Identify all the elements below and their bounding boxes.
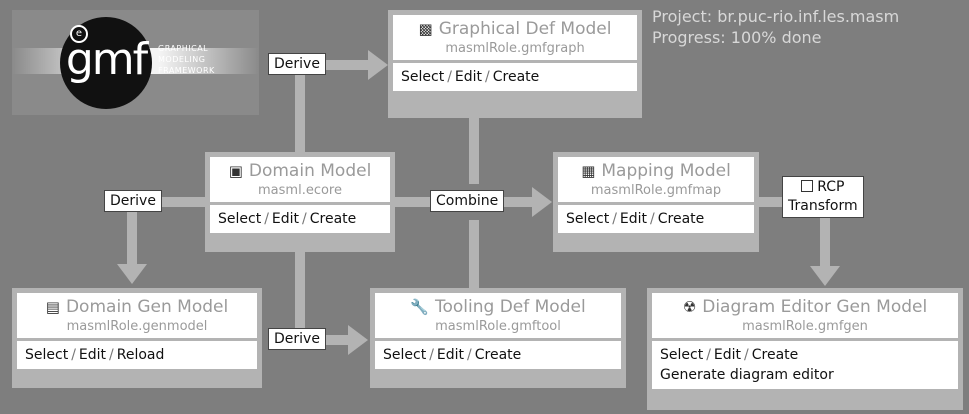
edit-link[interactable]: Edit [713, 347, 742, 363]
domain-model-icon: ▣ [228, 162, 243, 180]
edit-link[interactable]: Edit [271, 211, 300, 227]
create-link[interactable]: Create [309, 211, 357, 227]
create-link[interactable]: Create [492, 69, 540, 85]
tooling-def-model-node: 🔧 Tooling Def Model masmlRole.gmftool Sel… [370, 288, 626, 388]
node-title: Domain Model [248, 161, 372, 181]
progress-label: Progress: 100% done [652, 28, 822, 47]
rcp-checkbox[interactable] [801, 180, 814, 192]
edit-link[interactable]: Edit [78, 347, 107, 363]
arrow-to-diagram-gen [810, 266, 840, 286]
node-actions: Select/Edit/Create [210, 205, 390, 233]
domain-gen-model-node: ▤ Domain Gen Model masmlRole.genmodel Sel… [12, 288, 262, 388]
radiation-icon: ☢ [682, 298, 697, 316]
node-file: masml.ecore [258, 183, 342, 198]
node-title: Diagram Editor Gen Model [702, 297, 928, 317]
node-title: Mapping Model [601, 161, 731, 181]
derive-graphical-label[interactable]: Derive [268, 53, 326, 75]
derive-tooling-label[interactable]: Derive [268, 328, 326, 350]
rcp-transform-label: RCP Transform [782, 176, 864, 218]
node-actions: Select/Edit/Create [393, 63, 637, 91]
diagram-editor-gen-model-node: ☢ Diagram Editor Gen Model masmlRole.gmfg… [647, 288, 963, 410]
select-link[interactable]: Select [566, 211, 610, 227]
select-link[interactable]: Select [660, 347, 704, 363]
logo-words: GRAPHICAL MODELING FRAMEWORK [158, 44, 215, 75]
status-text: Project: br.puc-rio.inf.les.masm Progres… [652, 6, 899, 48]
generate-diagram-editor-link[interactable]: Generate diagram editor [660, 367, 834, 383]
rcp-label: RCP [817, 179, 845, 195]
graphical-def-model-node: ▩Graphical Def Model masmlRole.gmfgraph … [388, 10, 642, 118]
select-link[interactable]: Select [218, 211, 262, 227]
mapping-model-node: ▦ Mapping Model masmlRole.gmfmap Select/E… [553, 152, 759, 252]
wrench-icon: 🔧 [410, 298, 429, 316]
graphical-def-icon: ▩ [418, 20, 433, 38]
select-link[interactable]: Select [25, 347, 69, 363]
select-link[interactable]: Select [383, 347, 427, 363]
node-title: Graphical Def Model [438, 19, 612, 39]
node-file: masmlRole.gmfmap [590, 183, 722, 198]
create-link[interactable]: Create [657, 211, 705, 227]
node-actions: Select/Edit/Reload [17, 341, 257, 369]
node-file: masmlRole.gmfgen [742, 319, 868, 334]
node-actions: Select/Edit/Create Generate diagram edit… [652, 341, 958, 389]
derive-domain-gen-label[interactable]: Derive [104, 190, 162, 212]
project-label: Project: br.puc-rio.inf.les.masm [652, 7, 900, 26]
transform-link[interactable]: Transform [788, 198, 858, 214]
gmf-logo: gmf e GRAPHICAL MODELING FRAMEWORK [12, 10, 259, 115]
edit-link[interactable]: Edit [436, 347, 465, 363]
node-file: masmlRole.gmftool [435, 319, 561, 334]
node-file: masmlRole.genmodel [66, 319, 208, 334]
mapping-model-icon: ▦ [581, 162, 596, 180]
arrow-to-domain-gen [117, 264, 147, 284]
domain-gen-model-icon: ▤ [45, 298, 60, 316]
arrow-to-graphical [368, 50, 388, 80]
domain-model-node: ▣ Domain Model masml.ecore Select/Edit/Cr… [205, 152, 395, 252]
reload-link[interactable]: Reload [116, 347, 165, 363]
arrow-to-tooling [348, 325, 368, 355]
create-link[interactable]: Create [474, 347, 522, 363]
logo-e-mark: e [70, 25, 88, 43]
node-file: masmlRole.gmfgraph [445, 41, 585, 56]
logo-mark: gmf [65, 34, 148, 85]
edit-link[interactable]: Edit [619, 211, 648, 227]
combine-label[interactable]: Combine [430, 190, 505, 212]
arrow-to-mapping [532, 187, 552, 217]
node-actions: Select/Edit/Create [558, 205, 754, 233]
node-actions: Select/Edit/Create [375, 341, 621, 369]
select-link[interactable]: Select [401, 69, 445, 85]
node-title: Domain Gen Model [65, 297, 229, 317]
node-title: Tooling Def Model [434, 297, 586, 317]
create-link[interactable]: Create [751, 347, 799, 363]
edit-link[interactable]: Edit [454, 69, 483, 85]
